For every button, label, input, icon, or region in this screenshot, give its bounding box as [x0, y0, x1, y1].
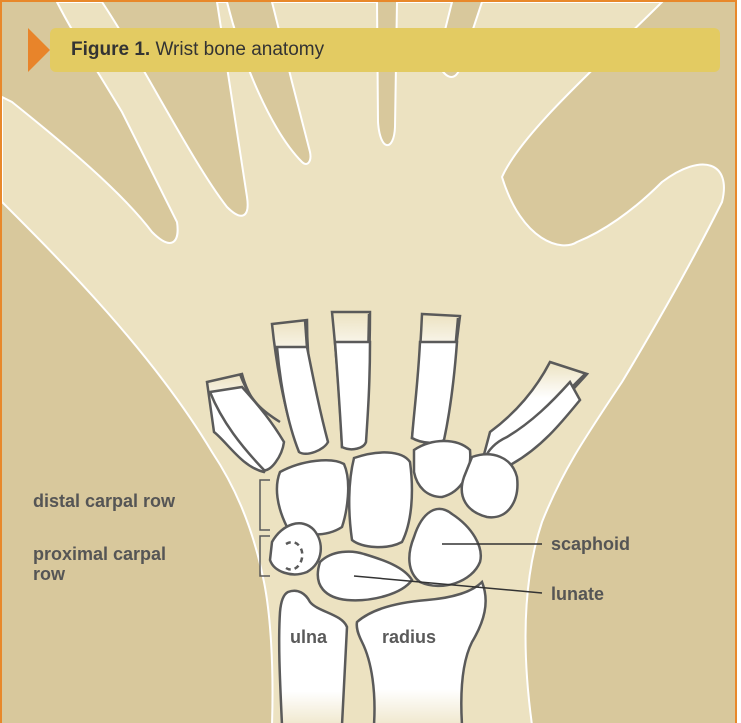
label-distal-carpal-row: distal carpal row: [33, 492, 175, 510]
label-proximal-carpal-row-line1: proximal carpal: [33, 545, 166, 563]
figure-title: Figure 1. Wrist bone anatomy: [71, 39, 324, 61]
label-proximal-carpal-row-line2: row: [33, 565, 65, 583]
label-scaphoid: scaphoid: [551, 535, 630, 553]
label-radius: radius: [382, 628, 436, 646]
label-ulna: ulna: [290, 628, 327, 646]
title-arrow-icon: [28, 28, 50, 72]
figure-number: Figure 1.: [71, 39, 150, 60]
label-lunate: lunate: [551, 585, 604, 603]
figure-caption: Wrist bone anatomy: [155, 39, 324, 60]
